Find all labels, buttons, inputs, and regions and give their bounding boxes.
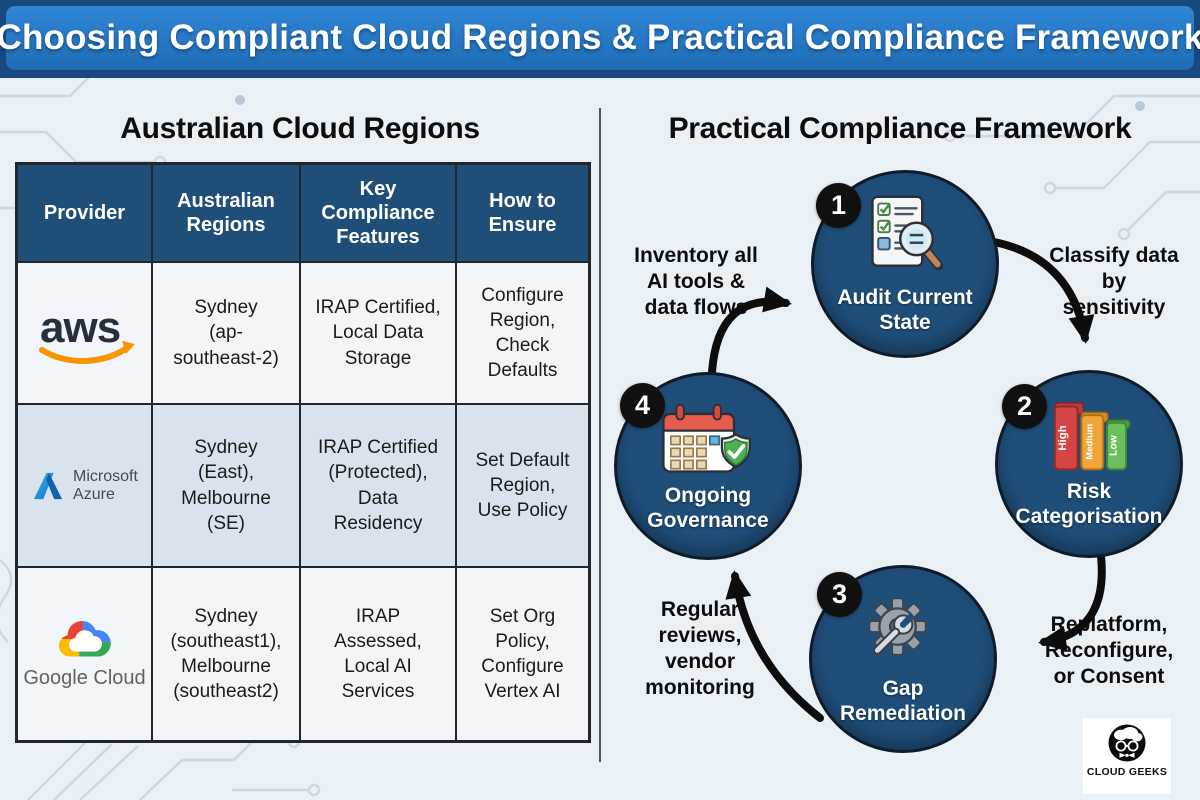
google-provider-cell: Google Cloud bbox=[18, 568, 153, 740]
cloud-geeks-text: CLOUD GEEKS bbox=[1086, 766, 1168, 778]
azure-logo bbox=[33, 472, 63, 499]
column-header-ensure: How to Ensure bbox=[457, 165, 588, 263]
step-number-4: 4 bbox=[620, 383, 665, 428]
svg-text:Low: Low bbox=[1109, 434, 1120, 456]
svg-text:Medium: Medium bbox=[1084, 424, 1095, 460]
annotation-reviews: Regular reviews, vendor monitoring bbox=[645, 598, 755, 700]
table-cell: Set Org Policy, Configure Vertex AI bbox=[481, 605, 564, 703]
aws-provider-cell: aws bbox=[18, 263, 153, 405]
svg-text:aws: aws bbox=[40, 303, 120, 352]
cloud-geeks-logo: CLOUD GEEKS bbox=[1083, 718, 1171, 794]
column-header-compliance: Key Compliance Features bbox=[301, 165, 457, 263]
google-brand-text: Google Cloud bbox=[23, 666, 146, 689]
step-number-3: 3 bbox=[817, 572, 862, 617]
svg-text:High: High bbox=[1057, 425, 1069, 450]
cloud-geeks-face-icon bbox=[1108, 724, 1146, 762]
table-cell: IRAP Certified (Protected), Data Residen… bbox=[301, 405, 457, 568]
calendar-shield-icon bbox=[662, 403, 751, 473]
right-section-title: Practical Compliance Framework bbox=[668, 112, 1132, 145]
title-banner-inner: Choosing Compliant Cloud Regions & Pract… bbox=[0, 6, 1200, 70]
table-cell: Configure Region, Check Defaults bbox=[457, 263, 588, 405]
azure-brand-text: Microsoft Azure bbox=[73, 467, 138, 503]
left-section-title: Australian Cloud Regions bbox=[120, 112, 480, 145]
annotation-classify: Classify data by sensitivity bbox=[1049, 244, 1179, 320]
table-cell: Set Default Region, Use Policy bbox=[457, 405, 588, 568]
step-number-1: 1 bbox=[816, 183, 861, 228]
table-cell: Sydney (ap- southeast-2) bbox=[153, 263, 301, 405]
azure-provider-cell: Microsoft Azure bbox=[18, 405, 153, 568]
title-banner: Choosing Compliant Cloud Regions & Pract… bbox=[0, 0, 1200, 78]
table-cell: IRAP Assessed, Local AI Services bbox=[301, 568, 457, 740]
aws-smile-arrow bbox=[38, 344, 131, 364]
aws-logo: aws bbox=[38, 303, 135, 364]
magnifier bbox=[899, 221, 944, 271]
checklist-magnifier-icon bbox=[871, 195, 944, 271]
google-cloud-logo bbox=[58, 620, 111, 657]
table-cell: IRAP Certified, Local Data Storage bbox=[301, 263, 457, 405]
wrench bbox=[872, 612, 915, 655]
gear-wrench-icon bbox=[868, 597, 927, 656]
check-shield bbox=[720, 432, 751, 468]
table-cell: Sydney (southeast1), Melbourne (southeas… bbox=[153, 568, 301, 740]
risk-levels-icon: High Medium Low bbox=[1053, 401, 1131, 470]
vertical-divider bbox=[599, 108, 601, 762]
page-title: Choosing Compliant Cloud Regions & Pract… bbox=[0, 18, 1200, 57]
column-header-regions: Australian Regions bbox=[153, 165, 301, 263]
cloud-regions-table: Provider Australian Regions Key Complian… bbox=[15, 162, 591, 743]
column-header-provider: Provider bbox=[18, 165, 153, 263]
annotation-inventory: Inventory all AI tools & data flows bbox=[634, 244, 758, 320]
annotation-replatform: Replatform, Reconfigure, or Consent bbox=[1044, 613, 1174, 689]
table-cell: Sydney (East), Melbourne (SE) bbox=[153, 405, 301, 568]
step-number-2: 2 bbox=[1002, 384, 1047, 429]
